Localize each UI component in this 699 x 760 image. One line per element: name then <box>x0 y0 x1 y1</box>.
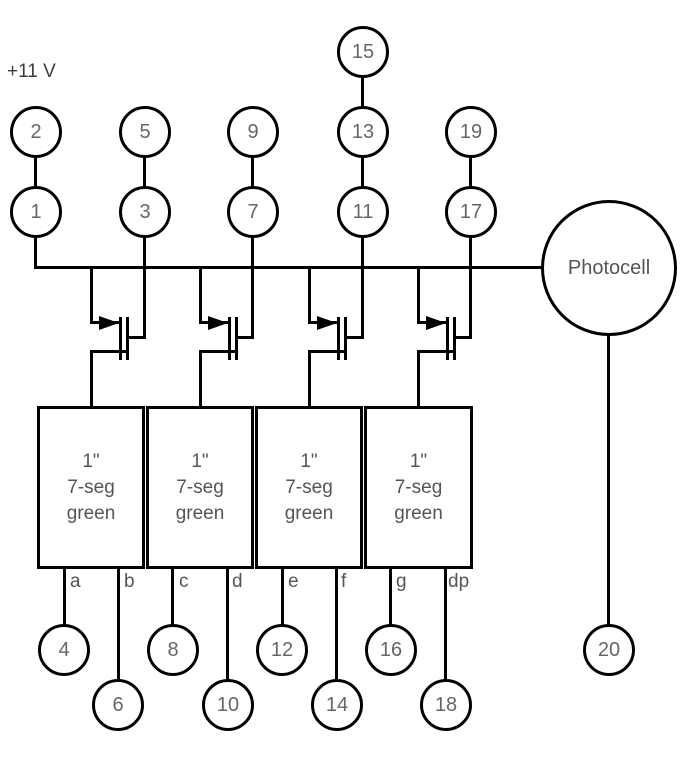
terminal-3: 3 <box>119 186 171 238</box>
wire-gate-drop-q2 <box>199 266 202 324</box>
supply-voltage-label: +11 V <box>7 61 56 82</box>
terminal-17: 17 <box>445 186 497 238</box>
mosfet-q3-gate-arrow-icon <box>317 316 337 330</box>
display-3: 1" 7-seg green <box>255 406 363 569</box>
wire-source-drop-q1 <box>90 350 93 408</box>
terminal-14: 14 <box>311 679 363 731</box>
wire-supply-bus <box>34 266 542 269</box>
mosfet-q4-channel-bar <box>453 317 456 360</box>
wire-source-line-q3 <box>308 350 347 353</box>
wire-stem-15-13 <box>361 77 364 107</box>
mosfet-q2-channel-bar <box>235 317 238 360</box>
terminal-8: 8 <box>147 624 199 676</box>
display-3-size: 1" <box>300 450 318 472</box>
wire-stem-17-drain-q4 <box>469 237 472 339</box>
wire-source-drop-q4 <box>417 350 420 408</box>
display-3-color: green <box>284 502 334 524</box>
mosfet-q4-gate-arrow-icon <box>426 316 446 330</box>
display-1-size: 1" <box>82 450 100 472</box>
display-4-kind: 7-seg <box>394 476 443 498</box>
terminal-13: 13 <box>337 106 389 158</box>
display-4: 1" 7-seg green <box>364 406 473 569</box>
wire-pin-e <box>281 567 284 625</box>
wire-stem-7-drain-q2 <box>251 237 254 339</box>
wire-source-drop-q3 <box>308 350 311 408</box>
mosfet-q2-gate-arrow-icon <box>208 316 228 330</box>
wire-photocell-20 <box>607 334 610 626</box>
pin-label-a: a <box>70 571 81 592</box>
wire-pin-c <box>171 567 174 625</box>
display-2: 1" 7-seg green <box>146 406 254 569</box>
wire-stem-1-bus <box>34 237 37 269</box>
wire-pin-f <box>335 567 338 680</box>
wire-stem-2-1 <box>34 157 37 187</box>
wire-drain-line-q3 <box>347 336 364 339</box>
wire-source-line-q1 <box>90 350 129 353</box>
wire-pin-b <box>117 567 120 680</box>
mosfet-q1-gate-arrow-icon <box>99 316 119 330</box>
display-4-color: green <box>394 502 443 524</box>
terminal-10: 10 <box>202 679 254 731</box>
wire-stem-3-drain-q1 <box>143 237 146 339</box>
terminal-15: 15 <box>337 26 389 78</box>
display-3-kind: 7-seg <box>285 476 333 498</box>
terminal-19: 19 <box>445 106 497 158</box>
wire-stem-19-17 <box>469 157 472 187</box>
terminal-16: 16 <box>365 624 417 676</box>
terminal-6: 6 <box>92 679 144 731</box>
display-4-size: 1" <box>409 450 428 472</box>
wire-pin-a <box>63 567 66 625</box>
terminal-11: 11 <box>337 186 389 238</box>
wire-source-line-q2 <box>199 350 238 353</box>
display-1: 1" 7-seg green <box>37 406 145 569</box>
wire-gate-drop-q4 <box>417 266 420 324</box>
mosfet-q2-gate-bar <box>228 317 231 360</box>
terminal-12: 12 <box>256 624 308 676</box>
display-2-color: green <box>175 502 225 524</box>
terminal-7: 7 <box>227 186 279 238</box>
pin-label-c: c <box>179 571 189 592</box>
pin-label-g: g <box>396 571 407 592</box>
terminal-2: 2 <box>10 106 62 158</box>
mosfet-q1-channel-bar <box>126 317 129 360</box>
photocell: Photocell <box>541 200 677 336</box>
pin-label-e: e <box>288 571 299 592</box>
wire-source-line-q4 <box>417 350 456 353</box>
wire-drain-line-q1 <box>129 336 146 339</box>
wire-source-drop-q2 <box>199 350 202 408</box>
pin-label-f: f <box>341 571 347 592</box>
mosfet-q4-gate-bar <box>446 317 449 360</box>
pin-label-dp: dp <box>448 571 470 592</box>
terminal-20: 20 <box>583 624 635 676</box>
terminal-18: 18 <box>420 679 472 731</box>
mosfet-q3-channel-bar <box>344 317 347 360</box>
wire-pin-dp <box>444 567 447 680</box>
mosfet-q1-gate-bar <box>119 317 122 360</box>
display-2-kind: 7-seg <box>176 476 224 498</box>
wire-gate-drop-q3 <box>308 266 311 324</box>
wire-drain-line-q4 <box>456 336 472 339</box>
wire-drain-line-q2 <box>238 336 254 339</box>
pin-label-b: b <box>124 571 135 592</box>
wire-stem-13-11 <box>361 157 364 187</box>
terminal-4: 4 <box>38 624 90 676</box>
wire-stem-9-7 <box>251 157 254 187</box>
wire-pin-g <box>389 567 392 625</box>
wire-gate-drop-q1 <box>90 266 93 324</box>
wire-stem-11-drain-q3 <box>361 237 364 339</box>
display-1-color: green <box>66 502 116 524</box>
wire-stem-5-3 <box>143 157 146 187</box>
mosfet-q3-gate-bar <box>337 317 340 360</box>
terminal-9: 9 <box>227 106 279 158</box>
wire-pin-d <box>226 567 229 680</box>
display-1-kind: 7-seg <box>67 476 115 498</box>
display-2-size: 1" <box>191 450 209 472</box>
terminal-1: 1 <box>10 186 62 238</box>
pin-label-d: d <box>232 571 243 592</box>
terminal-5: 5 <box>119 106 171 158</box>
